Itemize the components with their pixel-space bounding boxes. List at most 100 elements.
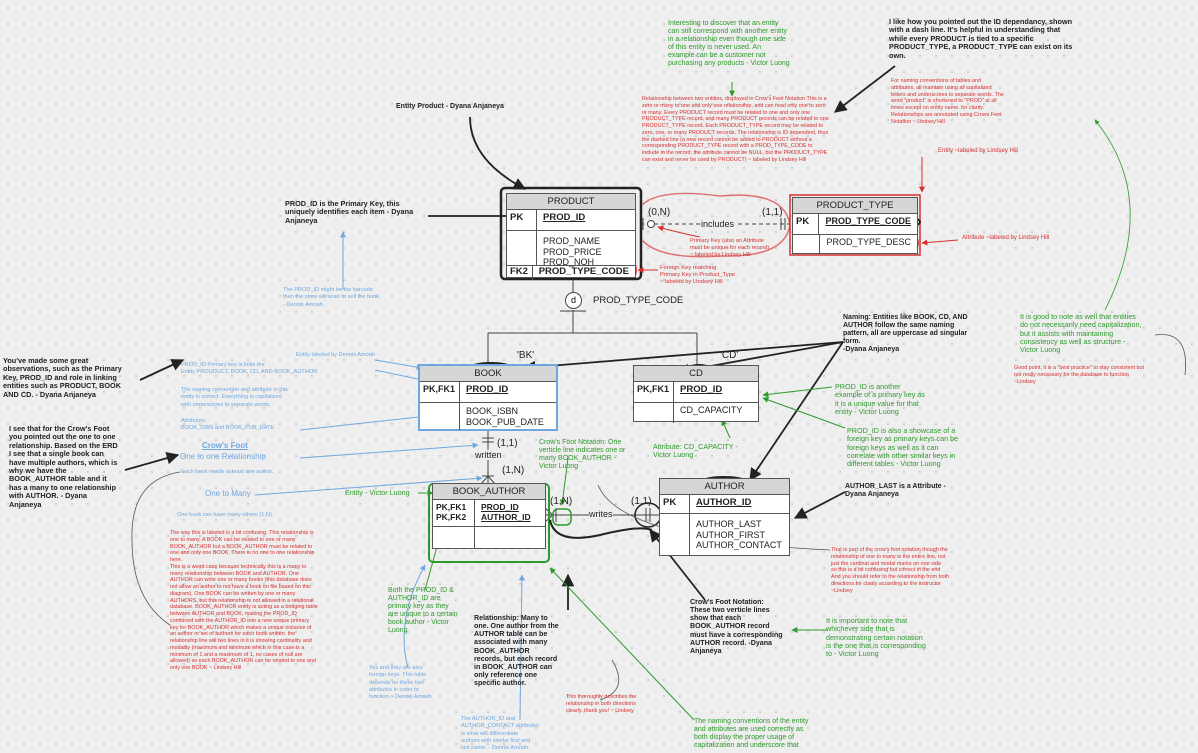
- written-label: written: [475, 450, 502, 460]
- note-relationship: Relationship between two entities, displ…: [642, 96, 829, 163]
- note-crows-one-to-one: I see that for the Crow's Foot you point…: [9, 424, 118, 509]
- book-author-empty: [475, 527, 545, 549]
- author-attr-key: [660, 514, 690, 556]
- note-crows-foot: Crow's Foot: [202, 441, 248, 450]
- note-both-pk: Both the PROD_ID & AUTHOR_ID are primary…: [388, 587, 458, 635]
- discriminator-label: PROD_TYPE_CODE: [593, 295, 684, 306]
- note-naming-conventions: The naming conventions of the entity and…: [694, 718, 809, 750]
- note-relationship-many: Relationship: Many to one. One author fr…: [474, 614, 559, 688]
- product-type-table[interactable]: PRODUCT_TYPE PK PROD_TYPE_CODE PROD_TYPE…: [792, 197, 918, 255]
- note-entity-product: Entity Product - Dyana Anjaneya: [396, 103, 504, 110]
- product-type-attr: PROD_TYPE_DESC: [826, 237, 911, 247]
- note-each-book: Each book needs at least one author.: [181, 469, 274, 475]
- note-naming-entities: Naming: Entities like BOOK, CD, AND AUTH…: [843, 314, 968, 354]
- cd-attr-key: [634, 403, 674, 423]
- book-attr-key: [420, 403, 460, 430]
- note-attribute-lh: Attribute ~labeled by Lindsey Hill: [962, 235, 1050, 241]
- note-confusing: The way this is labeled is a bit confusi…: [170, 530, 318, 671]
- note-thoroughly: This thoroughly describes the relationsh…: [566, 694, 637, 714]
- note-crows-two-lines: Crow's Foot Notation: These two verticle…: [690, 598, 783, 655]
- note-author-id-blue: The AUTHOR_ID and AUTHOR_CONTACT attribu…: [461, 716, 539, 752]
- note-attributes-blue: Attributes: BOOK_ISBN and BOOK_PUB_DATE: [181, 418, 275, 432]
- card-0n-label: (0,N): [648, 207, 671, 218]
- cd-pk-col: PROD_ID: [680, 384, 723, 395]
- card-11-book-label: (1,1): [497, 438, 518, 449]
- book-pk-col: PROD_ID: [466, 384, 509, 395]
- product-type-table-title: PRODUCT_TYPE: [793, 198, 917, 214]
- note-good-point: Good point, it is a "best practice" to s…: [1014, 365, 1144, 385]
- book-author-pk-cols: PROD_ID AUTHOR_ID: [481, 502, 531, 522]
- product-attr: PROD_NAME: [543, 236, 601, 246]
- author-pk-col: AUTHOR_ID: [696, 497, 752, 508]
- note-good-to-note: It is good to note as well that entities…: [1020, 312, 1142, 355]
- card-1n-label: (1,N): [502, 465, 525, 476]
- book-attr: BOOK_PUB_DATE: [466, 416, 544, 427]
- product-attr: PROD_PRICE: [543, 246, 602, 257]
- note-one-to-one: One to one Relationship: [180, 452, 266, 461]
- book-table[interactable]: BOOK PK,FK1 PROD_ID BOOK_ISBN BOOK_PUB_D…: [418, 364, 558, 431]
- book-author-table-title: BOOK_AUTHOR: [433, 484, 545, 500]
- product-fk-col: PROD_TYPE_CODE: [538, 266, 629, 277]
- note-prod-id-another: PROD_ID is another example of a primary …: [835, 382, 925, 416]
- note-author-last: AUTHOR_LAST is a Attribute - Dyana Anjan…: [845, 483, 946, 499]
- note-naming-red: For naming conventions of tables and att…: [891, 78, 1004, 125]
- product-type-attr-key: [793, 235, 821, 255]
- note-entity-victor: Entity - Victor Luong: [345, 488, 410, 497]
- author-pk-key: PK: [660, 495, 690, 513]
- book-attr: BOOK_ISBN: [466, 406, 519, 416]
- card-11-label: (1,1): [762, 207, 783, 218]
- product-type-pk-col: PROD_TYPE_CODE: [825, 216, 911, 226]
- note-entity-lh: Entity ~labeled by Lindsey Hill: [938, 148, 1018, 154]
- includes-label: includes: [700, 219, 736, 229]
- product-pk-col: PROD_ID: [543, 212, 586, 223]
- author-table-title: AUTHOR: [660, 479, 789, 495]
- annotation-arrows: [124, 65, 1187, 721]
- book-pk-key: PK,FK1: [420, 382, 460, 402]
- note-prod-id-blue: PROD_ID Primary key is links the Entity …: [181, 362, 319, 376]
- product-attr: PROD_NOH: [543, 257, 595, 267]
- includes-relationship-line: [640, 218, 790, 230]
- bk-label: 'BK': [517, 350, 535, 361]
- product-type-pk-key: PK: [793, 214, 820, 234]
- note-prod-id-pk: PROD_ID is the Primary Key, this uniquel…: [285, 199, 414, 225]
- note-observations: You've made some great observations, suc…: [3, 356, 122, 399]
- subtype-disjoint-label: d: [565, 292, 582, 309]
- card-11-author-label: (1,1): [631, 496, 652, 507]
- author-attr: AUTHOR_CONTACT: [696, 540, 782, 550]
- note-foreign-key: Foreign Key matching Primary Key in Prod…: [660, 265, 736, 286]
- product-table-title: PRODUCT: [507, 194, 635, 210]
- product-pk-key: PK: [507, 210, 537, 230]
- product-table[interactable]: PRODUCT PK PROD_ID PROD_NAME PROD_PRICE …: [506, 193, 636, 280]
- writes-label: writes: [589, 509, 613, 519]
- book-author-table[interactable]: BOOK_AUTHOR PK,FK1 PK,FK2 PROD_ID AUTHOR…: [432, 483, 546, 549]
- book-author-pk-keys: PK,FK1 PK,FK2: [433, 500, 475, 526]
- note-important: It is important to note that whichever s…: [826, 616, 926, 659]
- cd-attr: CD_CAPACITY: [680, 405, 743, 415]
- note-part-of: That is part of the crow's foot notation…: [831, 547, 950, 594]
- note-interesting: Interesting to discover that an entity c…: [668, 20, 790, 68]
- cd-pk-key: PK,FK1: [634, 382, 674, 402]
- note-id-dependency: I like how you pointed out the ID depend…: [889, 17, 1073, 60]
- note-one-to-many: One to Many: [205, 489, 251, 498]
- note-cd-attribute: Attribute: CD_CAPACITY - Victor Luong: [653, 442, 738, 460]
- book-author-empty-key: [433, 527, 475, 549]
- author-table[interactable]: AUTHOR PK AUTHOR_ID AUTHOR_LAST AUTHOR_F…: [659, 478, 790, 556]
- note-entity-dennis: Entity labeled by Dennis Amoah: [296, 352, 375, 358]
- author-attr: AUTHOR_LAST: [696, 519, 762, 529]
- author-attr: AUTHOR_FIRST: [696, 529, 766, 540]
- note-showcase: PROD_ID is also a showcase of a foreign …: [847, 426, 959, 469]
- book-table-title: BOOK: [420, 366, 556, 382]
- cd-label: 'CD': [720, 350, 739, 361]
- note-pk-attribute: Primary Key (also an Attribute must be u…: [690, 238, 770, 258]
- note-one-book-many: One book can have many others (1,N): [177, 512, 272, 518]
- card-1n-writes-label: (1,N): [550, 496, 573, 507]
- note-yes-fk: Yes and they are also foreign keys. This…: [369, 665, 432, 701]
- cd-table[interactable]: CD PK,FK1 PROD_ID CD_CAPACITY: [633, 365, 759, 423]
- cd-table-title: CD: [634, 366, 758, 382]
- note-barcode: The PROD_ID might be the barcode then th…: [283, 287, 381, 308]
- subtype-connector: [487, 278, 698, 365]
- note-naming-blue: The naming convention and attribute in t…: [181, 387, 288, 408]
- product-attr-key: [507, 231, 537, 265]
- note-crows-vertical: Crow's Foot Notation: One verticle line …: [539, 439, 626, 471]
- product-fk-key: FK2: [507, 266, 533, 280]
